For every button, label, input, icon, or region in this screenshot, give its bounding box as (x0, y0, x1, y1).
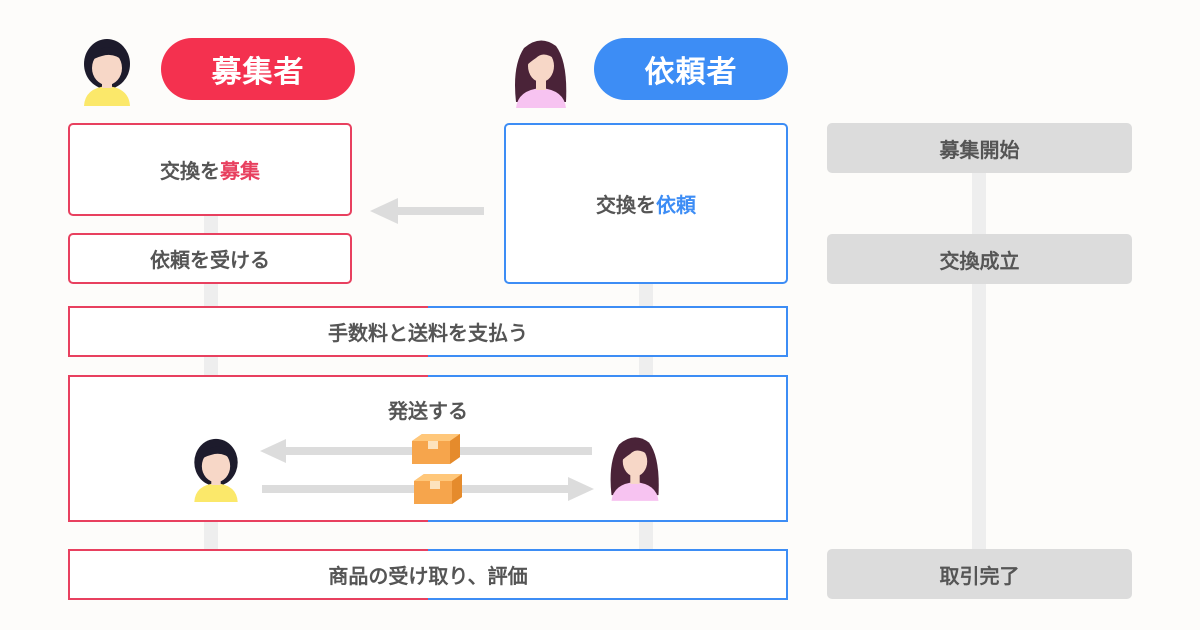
package-icon (410, 473, 466, 505)
ship-recruiter-avatar (188, 436, 244, 502)
status-start: 募集開始 (827, 123, 1132, 173)
status-start-label: 募集開始 (939, 137, 1020, 162)
requester-avatar (508, 36, 574, 108)
step-recruit-exchange: 交換を募集 (68, 123, 352, 216)
step-request-exchange: 交換を依頼 (504, 123, 788, 284)
step-recruit-exchange-prefix: 交換を (160, 159, 220, 183)
request-arrow-left (368, 196, 488, 226)
step-pay-fees-label: 手数料と送料を支払う (328, 321, 528, 345)
step-recruit-exchange-accent: 募集 (220, 159, 260, 183)
status-timeline-rail (972, 170, 986, 550)
ship-requester-avatar (604, 432, 666, 502)
recruiter-role-pill: 募集者 (161, 38, 355, 100)
status-complete-label: 取引完了 (939, 563, 1020, 588)
step-ship-label: 発送する (388, 399, 468, 423)
step-receive-request: 依頼を受ける (68, 233, 352, 284)
step-receive-request-label: 依頼を受ける (150, 248, 270, 272)
recruiter-avatar (78, 36, 136, 106)
status-complete: 取引完了 (827, 549, 1132, 599)
status-established-label: 交換成立 (939, 248, 1020, 273)
step-pay-fees: 手数料と送料を支払う (68, 306, 788, 357)
step-request-exchange-prefix: 交換を (596, 193, 656, 217)
step-receive-and-review: 商品の受け取り、評価 (68, 549, 788, 600)
status-established: 交換成立 (827, 234, 1132, 284)
step-request-exchange-accent: 依頼 (656, 193, 696, 217)
requester-role-pill: 依頼者 (594, 38, 788, 100)
step-receive-and-review-label: 商品の受け取り、評価 (328, 564, 528, 588)
package-icon (408, 433, 464, 465)
